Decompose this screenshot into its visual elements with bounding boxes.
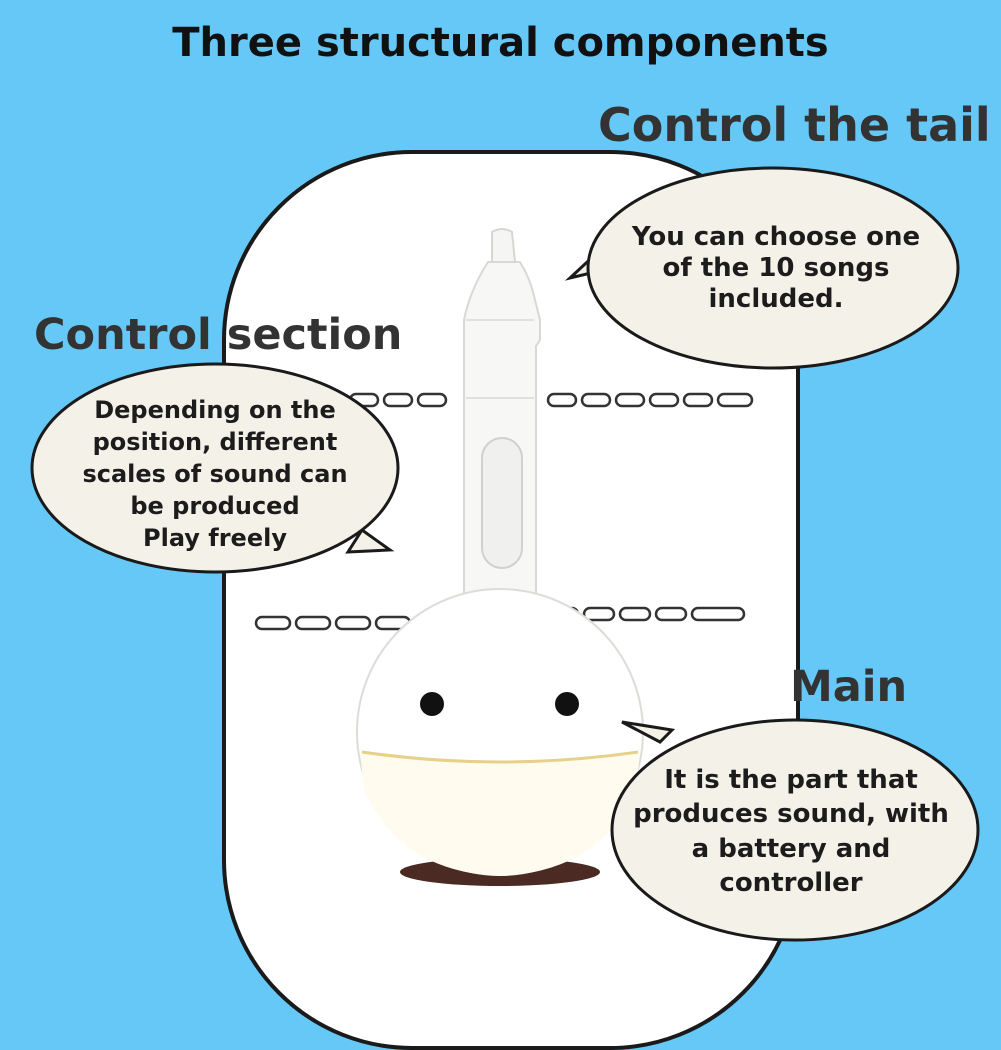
main-heading: Main [790, 662, 908, 712]
page-title: Three structural components [172, 20, 829, 66]
main-bubble-pointer [621, 720, 676, 744]
touch-strip [481, 437, 523, 569]
main-description: It is the part that produces sound, with… [616, 763, 966, 900]
left-eye [420, 692, 444, 716]
tail-heading: Control the tail [598, 98, 991, 152]
control-bubble-pointer [345, 527, 395, 554]
body-seam [361, 750, 639, 764]
tail-description: You can choose one of the 10 songs inclu… [606, 222, 946, 316]
control-line: Play freely [143, 523, 287, 552]
control-heading: Control section [34, 310, 403, 360]
main-line: controller [719, 867, 863, 898]
instrument [356, 228, 644, 886]
control-line: Depending on the [94, 396, 336, 424]
tail-bubble [586, 166, 960, 370]
main-line: It is the part that [664, 765, 918, 795]
tail-line: included. [708, 284, 844, 315]
control-line: be produced [130, 491, 300, 520]
main-line: a battery and [691, 833, 891, 864]
control-description: Depending on the position, different sca… [60, 395, 370, 555]
right-eye [555, 692, 579, 716]
tail-line: You can choose one [631, 222, 921, 252]
upper-divider [348, 392, 754, 408]
main-line: produces sound, with [633, 799, 949, 830]
control-line: position, different [92, 427, 338, 456]
control-line: scales of sound can [82, 459, 348, 488]
control-bubble [30, 362, 400, 574]
tail-line: of the 10 songs [662, 253, 890, 284]
body-base [360, 752, 640, 876]
product-illustration [30, 166, 980, 942]
main-bubble [610, 718, 980, 942]
